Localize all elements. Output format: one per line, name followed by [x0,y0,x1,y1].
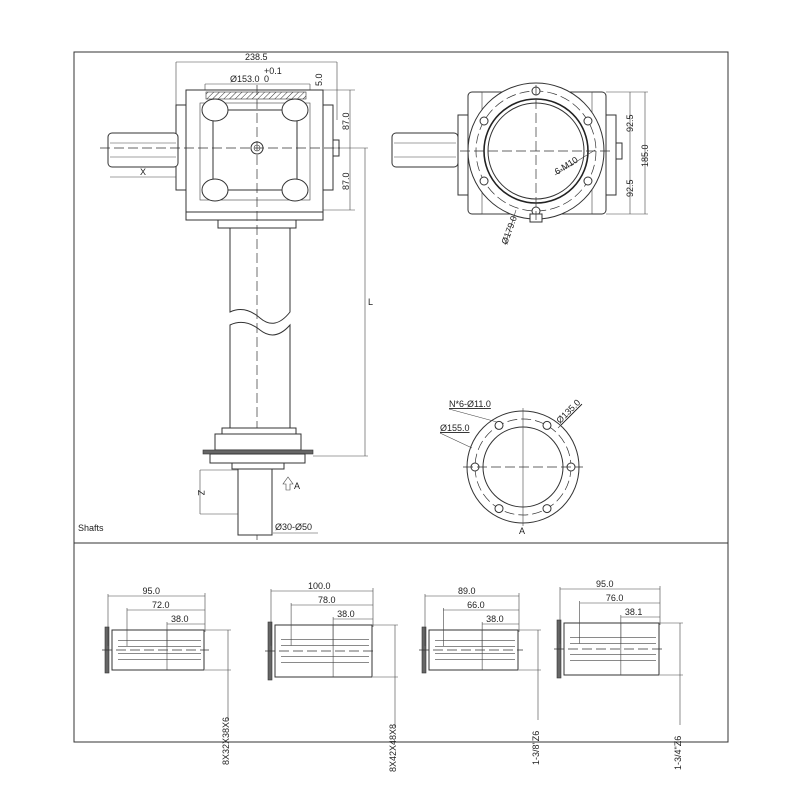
flange-view-a: N*6-Ø11.0 Ø155.0 Ø135.0 A [439,397,583,536]
gearbox-front-view: 238.5 Ø153.0 +0.1 0 5.0 87.0 87.0 X [100,52,373,540]
flange-holes-label: N*6-Ø11.0 [449,399,491,409]
bolt-hole [479,176,489,186]
shaft-short-length: 38.0 [486,614,504,624]
shaft-mid-length: 72.0 [152,600,170,610]
upper-half-dimension: 87.0 [341,112,351,130]
lower-half-dimension: 87.0 [341,172,351,190]
chamfer-dimension: 5.0 [314,73,324,86]
shaft-short-length: 38.1 [625,607,643,617]
flange-hole [542,420,552,430]
bore-tolerance-upper: +0.1 [264,66,282,76]
bolt-hole [583,116,593,126]
flange-hole [494,504,504,514]
shaft-total-length: 89.0 [458,586,476,596]
drawing-frame [73,51,729,743]
flange-hole [494,420,504,430]
flange-view-label: A [519,526,525,536]
bore-dimension: Ø153.0 [230,74,260,84]
shaft-mid-length: 66.0 [467,600,485,610]
view-arrow-label: A [294,481,300,491]
bolt-hole [583,176,593,186]
shaft-total-length: 95.0 [596,579,614,589]
flange-pcd-dimension: Ø135.0 [554,397,582,425]
bolt-hole [479,116,489,126]
shaft-spline-spec: 8X42X48X8 [388,724,398,772]
flange-hole [542,504,552,514]
shaft-view: 100.0 78.038.0 8X42X48X8 [265,581,398,772]
shaft-view: 95.0 76.038.1 1-3/4"Z6 [554,579,683,770]
shaft-view: 95.0 72.038.0 8X32X38X6 [102,586,231,765]
output-length-label: Z [196,490,206,496]
length-label: L [368,297,373,307]
input-shaft [107,132,179,168]
side-height-dimension: 185.0 [640,144,650,167]
output-shaft-dimension: Ø30-Ø50 [275,522,312,532]
shafts-section-label: Shafts [78,523,104,533]
shaft-total-length: 95.0 [143,586,161,596]
shaft-spline-spec: 8X32X38X6 [221,717,231,765]
shaft-view: 89.0 66.038.0 1-3/8"Z6 [419,586,541,765]
shaft-mid-length: 78.0 [318,595,336,605]
shaft-mid-length: 76.0 [606,593,624,603]
side-upper-dimension: 92.5 [625,114,635,132]
width-dimension: 238.5 [245,52,268,62]
shaft-total-length: 100.0 [308,581,331,591]
flange-outer-dimension: Ø155.0 [440,423,470,433]
bore-tolerance-lower: 0 [264,74,269,84]
shaft-short-length: 38.0 [171,614,189,624]
shaft-short-length: 38.0 [337,609,355,619]
bolt-circle-dimension: Ø179.0 [499,215,518,246]
gearbox-side-view: 92.5 92.5 185.0 Ø179.0 6-M10 [391,82,650,246]
input-length-label: X [140,167,146,177]
side-lower-dimension: 92.5 [625,179,635,197]
shaft-spline-spec: 1-3/8"Z6 [531,731,541,765]
view-arrow-icon [282,476,294,491]
output-shaft [237,468,273,536]
shaft-spline-spec: 1-3/4"Z6 [673,736,683,770]
